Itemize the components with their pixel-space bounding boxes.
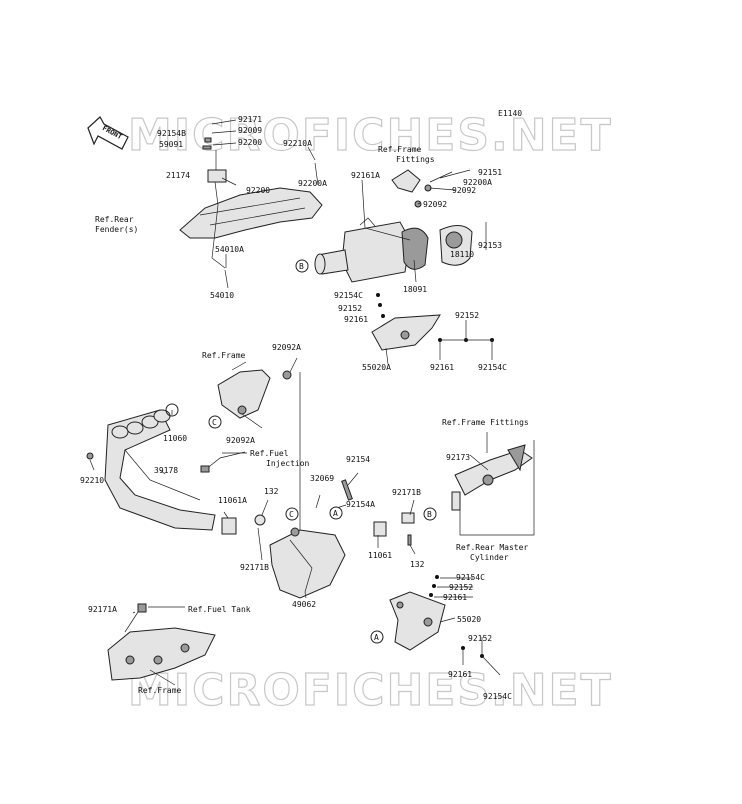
heat-guard-upper <box>371 293 494 351</box>
pn-92154C-a: 92154C <box>334 291 363 300</box>
svg-text:C: C <box>289 510 294 519</box>
ref-rear-master-cylinder-1: Ref.Rear Master <box>456 543 528 552</box>
svg-text:B: B <box>427 510 432 519</box>
ref-rear-master-cylinder-2: Cylinder <box>470 553 509 562</box>
pn-92173: 92173 <box>446 453 470 462</box>
pn-92154C-b: 92154C <box>478 363 507 372</box>
pn-92200-a: 92200 <box>238 138 262 147</box>
pn-92154: 92154 <box>346 455 370 464</box>
pn-92161-d: 92161 <box>448 670 472 679</box>
pn-92092-a: 92092 <box>452 186 476 195</box>
callout-c-upper: C <box>208 415 222 429</box>
pn-92210A: 92210A <box>283 139 312 148</box>
pn-92171B-left: 92171B <box>240 563 269 572</box>
pn-59091: 59091 <box>159 140 183 149</box>
svg-text:C: C <box>212 418 217 427</box>
pn-132-right: 132 <box>410 560 425 569</box>
pn-92092A-bottom: 92092A <box>226 436 255 445</box>
front-arrow-icon: FRONT <box>87 116 129 150</box>
pn-39178: 39178 <box>154 466 178 475</box>
pn-92152-a: 92152 <box>338 304 362 313</box>
diagram-code: E1140 <box>498 109 522 118</box>
top-bracket <box>391 169 471 208</box>
pn-92171B-right: 92171B <box>392 488 421 497</box>
pn-92152-b: 92152 <box>455 311 479 320</box>
pn-92161-c: 92161 <box>443 593 467 602</box>
ref-frame-fittings-top-2: Fittings <box>396 155 435 164</box>
pn-92154C-d: 92154C <box>483 692 512 701</box>
watermark-bottom: MICROFICHES.NET <box>128 665 613 716</box>
pn-92161A: 92161A <box>351 171 380 180</box>
part-number-labels: 92171 92154B 92009 59091 92200 21174 922… <box>80 115 512 701</box>
pn-92200-b: 92200 <box>246 186 270 195</box>
pn-132-left: 132 <box>264 487 279 496</box>
ref-fuel-injection-1: Ref.Fuel <box>250 449 289 458</box>
pn-92092A-top: 92092A <box>272 343 301 352</box>
pn-92154C-c: 92154C <box>456 573 485 582</box>
callout-a-lower: A <box>370 630 384 644</box>
pn-11061A: 11061A <box>218 496 247 505</box>
pn-11060: 11060 <box>163 434 187 443</box>
pn-92154B: 92154B <box>157 129 186 138</box>
ref-rear-fender-1: Ref.Rear <box>95 215 134 224</box>
heat-guard-lower <box>389 575 484 658</box>
pn-92161-a: 92161 <box>344 315 368 324</box>
pn-92009: 92009 <box>238 126 262 135</box>
pn-92151: 92151 <box>478 168 502 177</box>
pn-92154A: 92154A <box>346 500 375 509</box>
pn-92200A-top: 92200A <box>298 179 327 188</box>
callout-b-upper: B <box>295 259 309 273</box>
pn-55020: 55020 <box>457 615 481 624</box>
pn-92171A: 92171A <box>88 605 117 614</box>
rear-fender-bracket <box>179 137 323 269</box>
callout-b-lower: B <box>423 507 437 521</box>
svg-text:A: A <box>374 633 379 642</box>
pn-92092-b: 92092 <box>423 200 447 209</box>
pn-11061: 11061 <box>368 551 392 560</box>
callout-c-lower: C <box>285 507 299 521</box>
o2-sensor <box>200 451 246 473</box>
leader-lines <box>89 119 535 686</box>
pn-54010A: 54010A <box>215 245 244 254</box>
callout-a-upper: A <box>329 506 343 520</box>
pn-92152-c: 92152 <box>449 583 473 592</box>
ref-frame-bottom: Ref.Frame <box>138 686 182 695</box>
lower-bracket <box>107 603 216 681</box>
pn-92153: 92153 <box>478 241 502 250</box>
pn-49062: 49062 <box>292 600 316 609</box>
frame-bracket-mid <box>217 369 292 419</box>
exhaust-headers <box>86 403 237 535</box>
ref-fuel-tank: Ref.Fuel Tank <box>188 605 251 614</box>
pn-55020A: 55020A <box>362 363 391 372</box>
pn-92161-b: 92161 <box>430 363 454 372</box>
watermark-top: MICROFICHES.NET <box>128 110 613 161</box>
pn-54010: 54010 <box>210 291 234 300</box>
ref-fuel-injection-2: Injection <box>266 459 310 468</box>
ref-rear-fender-2: Fender(s) <box>95 225 138 234</box>
ref-frame-fittings-top-1: Ref.Frame <box>378 145 422 154</box>
pn-92171: 92171 <box>238 115 262 124</box>
muffler <box>314 217 473 283</box>
pn-18110: 18110 <box>450 250 474 259</box>
pn-92210: 92210 <box>80 476 104 485</box>
pn-21174: 21174 <box>166 171 190 180</box>
svg-text:A: A <box>333 509 338 518</box>
pre-muffler <box>254 479 415 599</box>
ref-frame-mid: Ref.Frame <box>202 351 246 360</box>
pn-92152-d: 92152 <box>468 634 492 643</box>
svg-text:B: B <box>299 262 304 271</box>
rear-master-cylinder-bracket <box>451 444 533 511</box>
pn-18091: 18091 <box>403 285 427 294</box>
pn-92200A-right: 92200A <box>463 178 492 187</box>
ref-frame-fittings-right: Ref.Frame Fittings <box>442 418 529 427</box>
pn-32069: 32069 <box>310 474 334 483</box>
